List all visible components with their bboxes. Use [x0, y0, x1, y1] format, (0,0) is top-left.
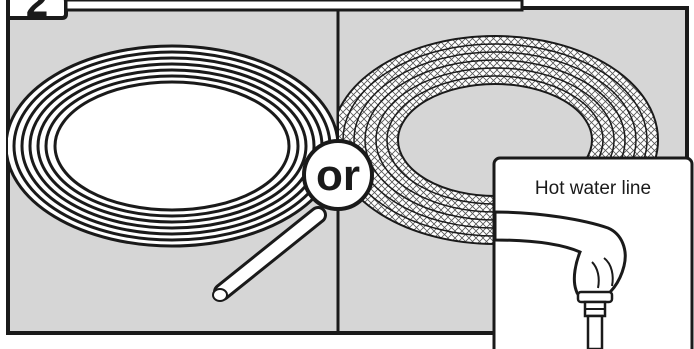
top-header-strip [66, 0, 522, 10]
step-number: 2 [26, 0, 48, 25]
hot-water-line-callout: Hot water line [494, 158, 692, 349]
or-label: or [316, 151, 360, 200]
or-badge: or [304, 141, 372, 209]
callout-label: Hot water line [535, 178, 651, 199]
